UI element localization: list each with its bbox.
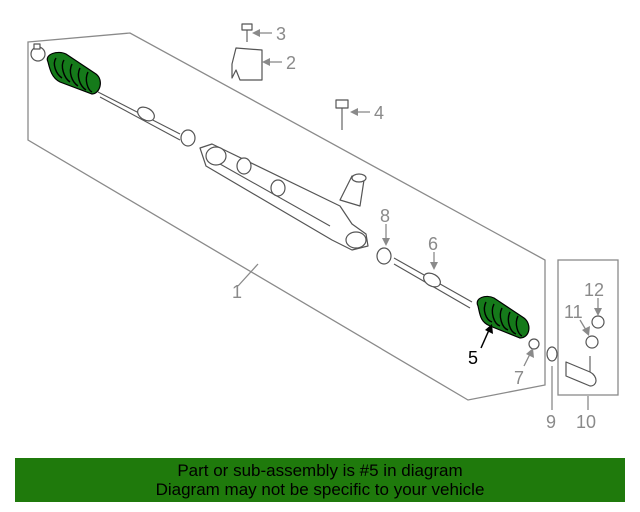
callout-1: 1 (232, 282, 242, 302)
callout-12: 12 (584, 280, 604, 300)
left-tie-rod (97, 91, 196, 147)
part-3-bolt (241, 23, 253, 42)
part-5-boot (476, 295, 530, 339)
part-9-nut (546, 346, 558, 362)
callout-4: 4 (374, 103, 384, 123)
part-11-nut (585, 335, 599, 349)
callout-10: 10 (576, 412, 596, 432)
callout-3: 3 (276, 24, 286, 44)
banner-line-2: Diagram may not be specific to your vehi… (155, 480, 485, 499)
left-boot (46, 51, 101, 95)
parts-diagram: 1 2 3 4 5 6 7 8 9 10 11 12 (27, 23, 619, 432)
right-tie-rod (393, 257, 473, 309)
left-boot-clamp (30, 43, 46, 62)
part-8-bushing (376, 247, 392, 265)
tie-rod-end-outline (557, 259, 619, 396)
callout-6: 6 (428, 234, 438, 254)
callout-11: 11 (564, 302, 583, 322)
part-6-washer (423, 272, 441, 288)
rack-housing (199, 143, 369, 251)
part-7-clamp (528, 338, 540, 350)
part-2-bracket (231, 47, 263, 81)
info-banner: Part or sub-assembly is #5 in diagram Di… (15, 458, 625, 502)
callout-9: 9 (546, 412, 556, 432)
part-10-tie-rod-end (565, 356, 597, 387)
part-12-cap (591, 315, 605, 329)
banner-line-1: Part or sub-assembly is #5 in diagram (177, 461, 463, 480)
callout-8: 8 (380, 206, 390, 226)
assembly-outline (27, 32, 546, 401)
callout-5: 5 (468, 348, 478, 368)
leader-lines (237, 29, 602, 410)
callout-7: 7 (514, 368, 524, 388)
part-4-bolt (335, 99, 349, 130)
callout-2: 2 (286, 53, 296, 73)
